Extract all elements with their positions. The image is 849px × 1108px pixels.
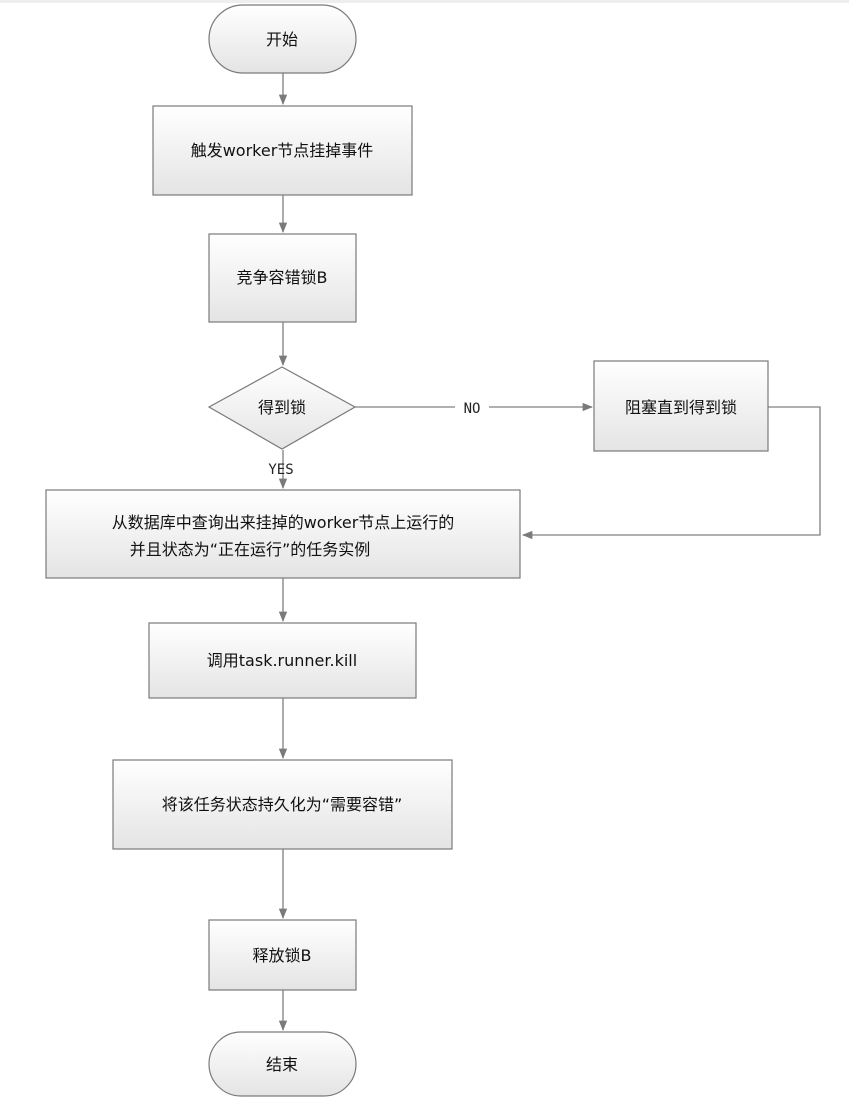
kill-node: 调用task.runner.kill [148,622,417,699]
compete-lock-label: 竞争容错锁B [237,268,328,287]
start-label: 开始 [266,30,298,49]
release-label: 释放锁B [253,946,312,965]
end-label: 结束 [266,1055,298,1074]
compete-lock-node: 竞争容错锁B [208,233,357,323]
block-label: 阻塞直到得到锁 [625,398,737,417]
persist-node: 将该任务状态持久化为“需要容错” [112,759,453,850]
got-lock-label: 得到锁 [258,398,306,417]
query-label-line2: 并且状态为“正在运行”的任务实例 [130,540,371,559]
top-border [0,0,849,3]
persist-label: 将该任务状态持久化为“需要容错” [162,795,403,814]
no-label: NO [464,401,481,417]
end-node: 结束 [208,1031,357,1097]
block-node: 阻塞直到得到锁 [593,360,769,452]
start-node: 开始 [208,4,357,74]
trigger-node: 触发worker节点挂掉事件 [152,105,413,196]
edge-block-query [521,406,821,540]
yes-label: YES [268,462,293,478]
got-lock-decision: 得到锁 [207,366,357,450]
trigger-label: 触发worker节点挂掉事件 [191,141,374,160]
kill-label: 调用task.runner.kill [207,651,357,670]
no-label-bg [455,398,489,416]
query-label-line1: 从数据库中查询出来挂掉的worker节点上运行的 [112,513,455,532]
query-node: 从数据库中查询出来挂掉的worker节点上运行的 并且状态为“正在运行”的任务实… [45,489,521,579]
release-node: 释放锁B [208,919,357,991]
